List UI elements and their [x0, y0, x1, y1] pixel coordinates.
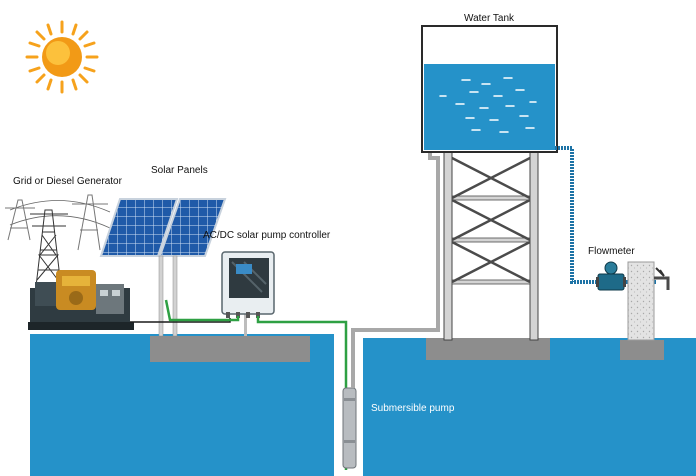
- controller-label: AC/DC solar pump controller: [203, 230, 331, 241]
- sun-icon: [25, 20, 99, 94]
- solar-panels-label: Solar Panels: [151, 165, 208, 176]
- solar-panel-icon: [99, 198, 247, 337]
- water-tank-icon: [421, 25, 558, 153]
- flowmeter-label: Flowmeter: [588, 246, 635, 257]
- panel-power-wire: [164, 299, 240, 322]
- grid-generator-label: Grid or Diesel Generator: [13, 176, 122, 187]
- foundation-pad-tank: [426, 338, 550, 360]
- water-tank-label: Water Tank: [464, 13, 515, 24]
- transmission-tower-icon: [5, 194, 111, 296]
- outlet-pipe: [555, 146, 604, 284]
- pump-label: Submersible pump: [371, 403, 455, 414]
- tank-tower: [443, 151, 539, 341]
- submersible-pump-icon: [342, 387, 357, 469]
- ground-block-right: [363, 338, 696, 476]
- foundation-pad-flowmeter: [620, 340, 664, 360]
- foundation-pad-panels: [150, 336, 310, 362]
- pump-controller-icon: [221, 251, 275, 318]
- diesel-generator-icon: [28, 270, 134, 330]
- faucet-icon: [627, 261, 670, 341]
- flowmeter-icon: [596, 261, 626, 291]
